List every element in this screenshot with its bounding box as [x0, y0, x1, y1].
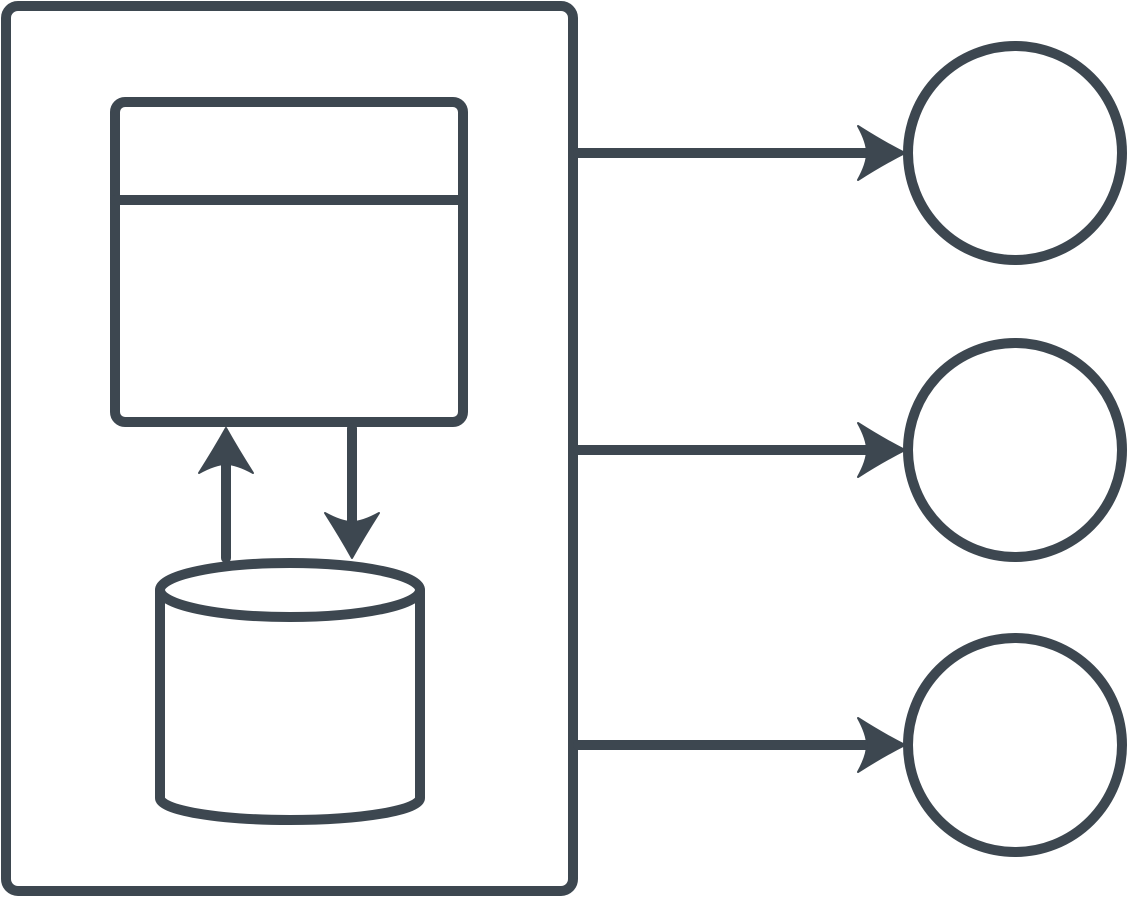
arrow-database-to-window — [198, 427, 254, 563]
database-cylinder-icon — [155, 558, 425, 825]
arrowhead-right — [857, 125, 906, 181]
application-window-icon — [110, 97, 468, 427]
arrow-window-to-database — [324, 423, 380, 559]
window-frame — [110, 97, 468, 427]
output-node-1 — [903, 41, 1127, 265]
output-node-2 — [903, 338, 1127, 562]
arrow-to-output-3 — [573, 717, 906, 773]
arrowhead-down — [324, 512, 380, 559]
output-node-3 — [903, 633, 1127, 857]
arrowhead-right — [857, 422, 906, 478]
arrowhead-up — [198, 427, 254, 474]
database-body — [155, 585, 425, 825]
system-boundary-box — [1, 1, 578, 896]
arrow-to-output-2 — [573, 422, 906, 478]
arrowhead-right — [857, 717, 906, 773]
arrow-to-output-1 — [573, 125, 906, 181]
database-top — [155, 558, 425, 622]
